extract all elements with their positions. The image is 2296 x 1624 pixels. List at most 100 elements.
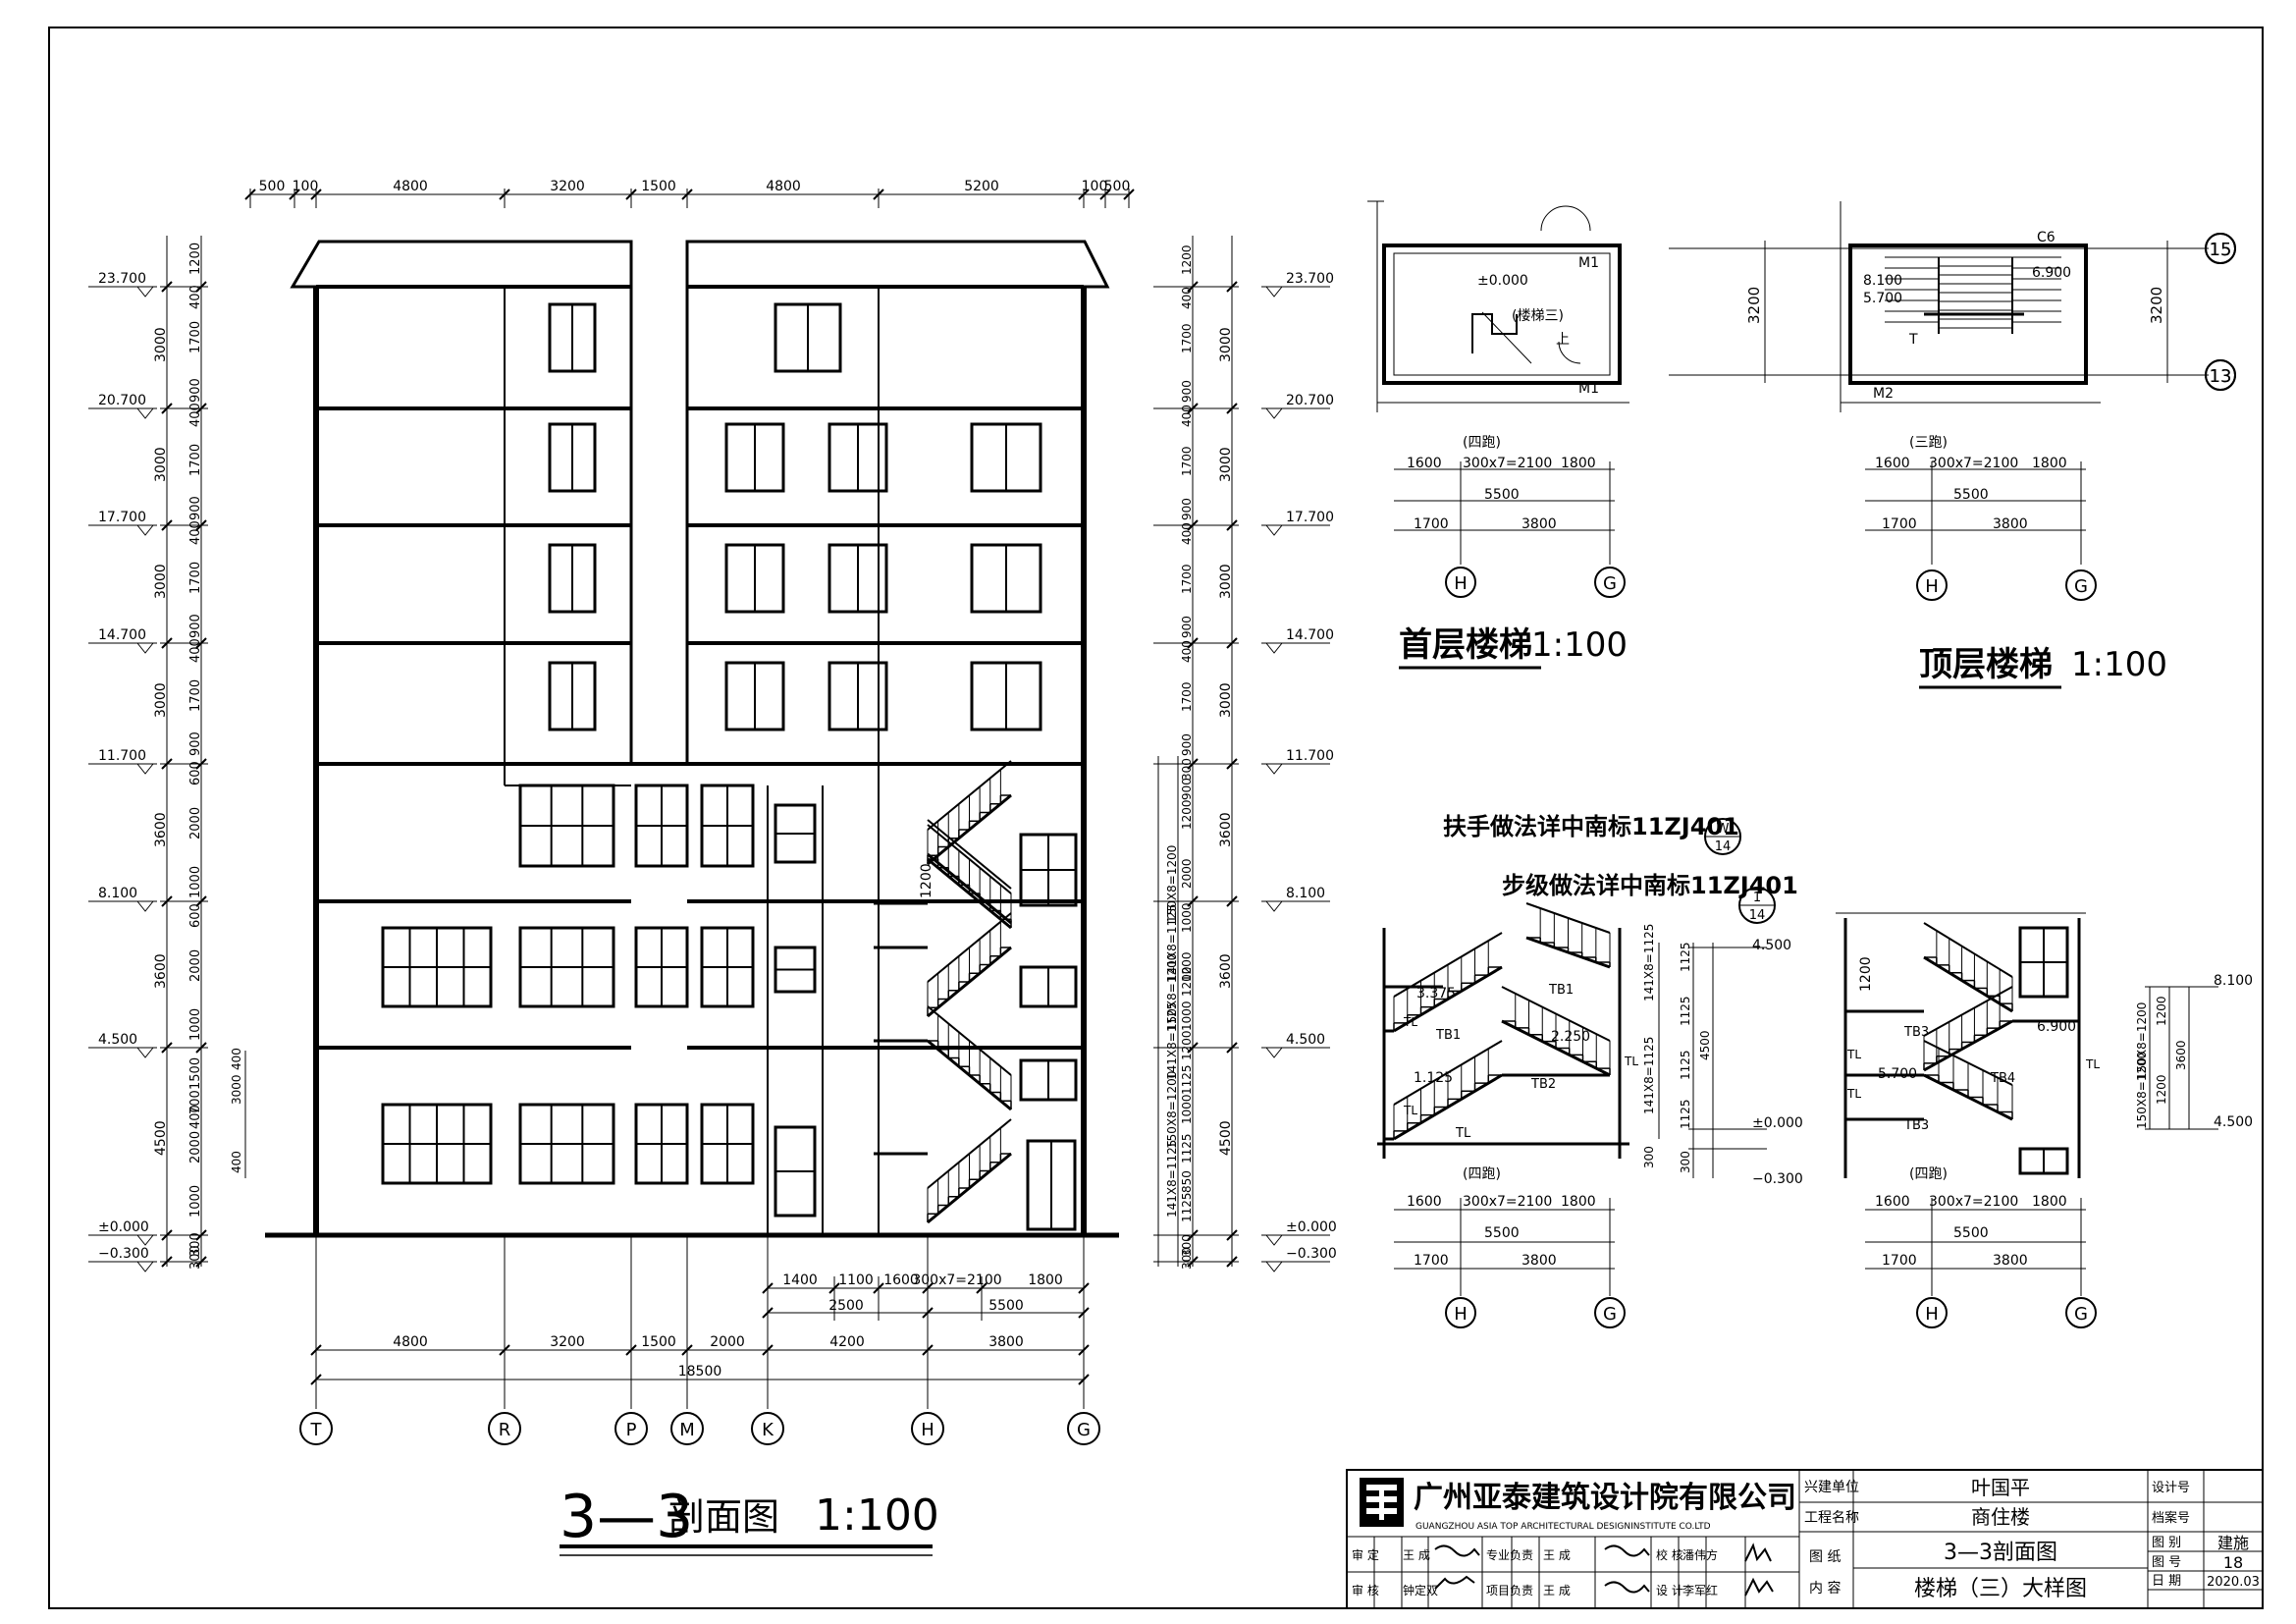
svg-text:1400: 1400	[782, 1272, 818, 1288]
svg-text:3000: 3000	[153, 327, 169, 362]
svg-text:15: 15	[2210, 240, 2232, 260]
svg-text:1200: 1200	[919, 863, 934, 898]
svg-text:600: 600	[188, 761, 203, 785]
svg-text:1125: 1125	[1679, 1099, 1692, 1129]
svg-text:400: 400	[230, 1048, 243, 1070]
svg-text:13: 13	[2210, 366, 2232, 387]
company-name-en: GUANGZHOU ASIA TOP ARCHITECTURAL DESIGNI…	[1415, 1522, 1711, 1532]
svg-text:900: 900	[1180, 498, 1194, 520]
axis-G: G	[1067, 1412, 1100, 1445]
svg-text:TL: TL	[1403, 1015, 1417, 1029]
svg-text:C6: C6	[2037, 230, 2056, 245]
svg-text:±0.000: ±0.000	[1286, 1219, 1337, 1235]
svg-text:1000: 1000	[188, 1008, 203, 1041]
svg-text:G: G	[2074, 576, 2088, 597]
svg-text:K: K	[762, 1420, 774, 1440]
svg-text:100: 100	[1082, 179, 1108, 194]
svg-text:潘伟方: 潘伟方	[1682, 1547, 1718, 1562]
svg-text:3200: 3200	[550, 179, 585, 194]
svg-text:150X8=1200: 150X8=1200	[2135, 1002, 2149, 1080]
svg-text:1100: 1100	[838, 1272, 874, 1288]
svg-text:11.700: 11.700	[1286, 748, 1334, 764]
svg-text:±0.000: ±0.000	[98, 1219, 149, 1235]
svg-text:日 期: 日 期	[2152, 1574, 2181, 1589]
svg-text:300: 300	[188, 1232, 203, 1257]
svg-text:3800: 3800	[988, 1334, 1024, 1350]
detail-left-axis-H: H	[1445, 1297, 1476, 1328]
svg-text:M1: M1	[1578, 255, 1599, 271]
svg-text:18: 18	[2223, 1553, 2243, 1572]
svg-text:900: 900	[188, 496, 203, 520]
svg-text:14: 14	[1749, 908, 1766, 923]
svg-text:M2: M2	[1873, 386, 1894, 402]
svg-text:工程名称: 工程名称	[1804, 1510, 1859, 1526]
svg-text:1700: 1700	[188, 321, 203, 353]
svg-text:1800: 1800	[1028, 1272, 1063, 1288]
svg-text:300: 300	[1180, 1247, 1194, 1270]
svg-text:400: 400	[188, 403, 203, 427]
svg-text:设 计: 设 计	[1656, 1584, 1683, 1597]
svg-text:15: 15	[2210, 240, 2232, 260]
svg-text:H: H	[1454, 1304, 1468, 1325]
svg-text:(四跑): (四跑)	[1463, 1166, 1501, 1182]
svg-text:3200: 3200	[2148, 287, 2165, 324]
axis-M: M	[670, 1412, 704, 1445]
stair-detail-right: 1200 8.100 6.900 5.700 4.500 TB3 TB4 TB3…	[1836, 912, 2253, 1328]
project-name: 商住楼	[1971, 1505, 2030, 1529]
axis-T: T	[299, 1412, 333, 1445]
svg-text:500: 500	[1104, 179, 1131, 194]
svg-text:3600: 3600	[153, 812, 169, 847]
svg-text:TB1: TB1	[1435, 1028, 1461, 1043]
svg-text:3000: 3000	[230, 1074, 243, 1105]
svg-text:900: 900	[188, 378, 203, 403]
svg-text:400: 400	[188, 285, 203, 309]
svg-text:1700: 1700	[1414, 516, 1449, 532]
svg-text:14: 14	[1715, 839, 1732, 854]
svg-text:141X8=1125: 141X8=1125	[1165, 1002, 1179, 1080]
svg-text:300x7=2100: 300x7=2100	[1929, 456, 2018, 471]
svg-text:400: 400	[1180, 522, 1194, 545]
svg-text:1500: 1500	[641, 1334, 676, 1350]
svg-text:4.500: 4.500	[2214, 1114, 2253, 1130]
svg-text:1200: 1200	[1180, 244, 1194, 275]
svg-text:3800: 3800	[1522, 516, 1557, 532]
svg-text:±0.000: ±0.000	[1477, 273, 1528, 289]
svg-text:项目负责: 项目负责	[1486, 1584, 1533, 1597]
svg-text:1125: 1125	[1679, 942, 1692, 972]
plan-ground-scale: 1:100	[1531, 625, 1628, 665]
svg-text:3800: 3800	[1522, 1253, 1557, 1269]
svg-text:审 定: 审 定	[1352, 1547, 1379, 1562]
svg-text:20.700: 20.700	[98, 393, 146, 408]
svg-text:王 成: 王 成	[1543, 1584, 1571, 1597]
svg-text:1700: 1700	[1180, 681, 1194, 712]
svg-text:TL: TL	[1846, 1087, 1861, 1101]
svg-text:900: 900	[1180, 616, 1194, 638]
plan-top-floor-stair: C6 8.100 5.700 6.900 T M2 3200 (三跑) 1600…	[1840, 201, 2236, 689]
svg-text:1200: 1200	[2155, 996, 2168, 1026]
plan-top-title: 顶层楼梯	[1919, 645, 2053, 684]
svg-text:14.700: 14.700	[98, 627, 146, 643]
svg-text:1125: 1125	[1679, 1050, 1692, 1080]
svg-text:1125: 1125	[1180, 1064, 1194, 1095]
svg-text:1700: 1700	[188, 679, 203, 712]
svg-text:档案号: 档案号	[2152, 1511, 2190, 1526]
svg-text:1700: 1700	[188, 562, 203, 594]
svg-text:3000: 3000	[1218, 447, 1234, 482]
plan-top-axis-13: 13	[2205, 359, 2236, 391]
svg-text:TB1: TB1	[1548, 983, 1574, 998]
svg-text:(楼梯三): (楼梯三)	[1512, 308, 1564, 324]
svg-text:TB3: TB3	[1903, 1025, 1929, 1040]
svg-text:8.100: 8.100	[1863, 273, 1902, 289]
svg-text:M1: M1	[1578, 381, 1599, 397]
detail-right-axis-G: G	[2065, 1297, 2097, 1328]
svg-text:4800: 4800	[393, 1334, 428, 1350]
svg-text:设计号: 设计号	[2152, 1481, 2190, 1495]
svg-text:8.100: 8.100	[1286, 886, 1325, 901]
svg-text:100: 100	[293, 179, 319, 194]
svg-text:850: 850	[1180, 1170, 1194, 1193]
svg-text:TL: TL	[1455, 1126, 1471, 1141]
windows	[381, 302, 2069, 1235]
